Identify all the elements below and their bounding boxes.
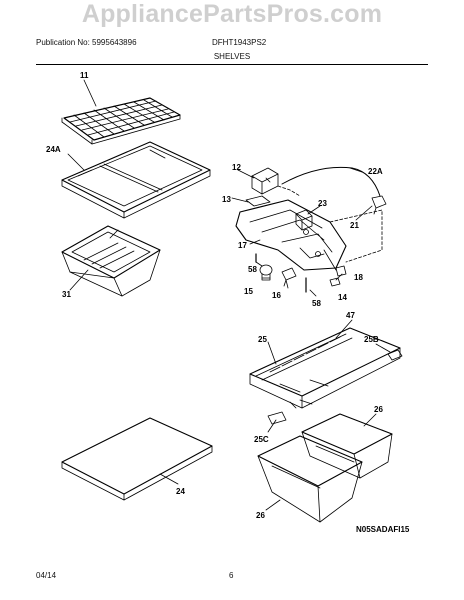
callout-26-upper: 26 — [374, 405, 383, 414]
callout-47: 47 — [346, 311, 355, 320]
callout-22a: 22A — [368, 167, 383, 176]
callout-21: 21 — [350, 221, 359, 230]
socket-16-part — [281, 267, 297, 287]
clip-25c-part — [267, 411, 287, 425]
footer-page-number: 6 — [229, 571, 234, 580]
callout-13: 13 — [222, 195, 231, 204]
footer-date: 04/14 — [36, 571, 57, 580]
shelf-24-part — [61, 417, 213, 501]
wire-rack-part — [61, 97, 181, 145]
diagram-code: N05SADAFI15 — [356, 525, 410, 534]
callout-18: 18 — [354, 273, 363, 282]
callout-26-lower: 26 — [256, 511, 265, 520]
screw-14-part — [329, 277, 341, 287]
bracket-12-part — [251, 167, 279, 195]
drawer-26-lower-part — [257, 435, 363, 523]
callout-15: 15 — [244, 287, 253, 296]
callout-17: 17 — [238, 241, 247, 250]
callout-16: 16 — [272, 291, 281, 300]
callout-25b: 25B — [364, 335, 379, 344]
callout-31: 31 — [62, 290, 71, 299]
support-17-part — [235, 199, 347, 271]
callout-58a: 58 — [248, 265, 257, 274]
connector-21-part — [371, 195, 387, 215]
model-number: DFHT1943PS2 — [212, 38, 267, 47]
callout-24a: 24A — [46, 145, 61, 154]
callout-58b: 58 — [312, 299, 321, 308]
shelf-25-part — [249, 327, 403, 409]
header-rule — [36, 64, 428, 65]
clip-13-part — [245, 195, 271, 207]
callout-24: 24 — [176, 487, 185, 496]
callout-25: 25 — [258, 335, 267, 344]
callout-14: 14 — [338, 293, 347, 302]
shelf-24a-part — [61, 141, 211, 219]
clip-18-part — [335, 265, 347, 277]
watermark: AppliancePartsPros.com — [81, 0, 383, 28]
publication-number: Publication No: 5995643896 — [36, 38, 137, 47]
callout-11: 11 — [80, 71, 89, 80]
switch-23-part — [295, 209, 313, 231]
screw-58-part — [255, 253, 307, 293]
callout-25c: 25C — [254, 435, 269, 444]
lamp-15-part — [259, 264, 273, 281]
section-title: SHELVES — [213, 52, 251, 61]
drawer-31-part — [61, 225, 161, 297]
drawer-26-upper-part — [301, 413, 393, 479]
harness-22a-part — [281, 166, 381, 197]
callout-12: 12 — [232, 163, 241, 172]
callout-23: 23 — [318, 199, 327, 208]
